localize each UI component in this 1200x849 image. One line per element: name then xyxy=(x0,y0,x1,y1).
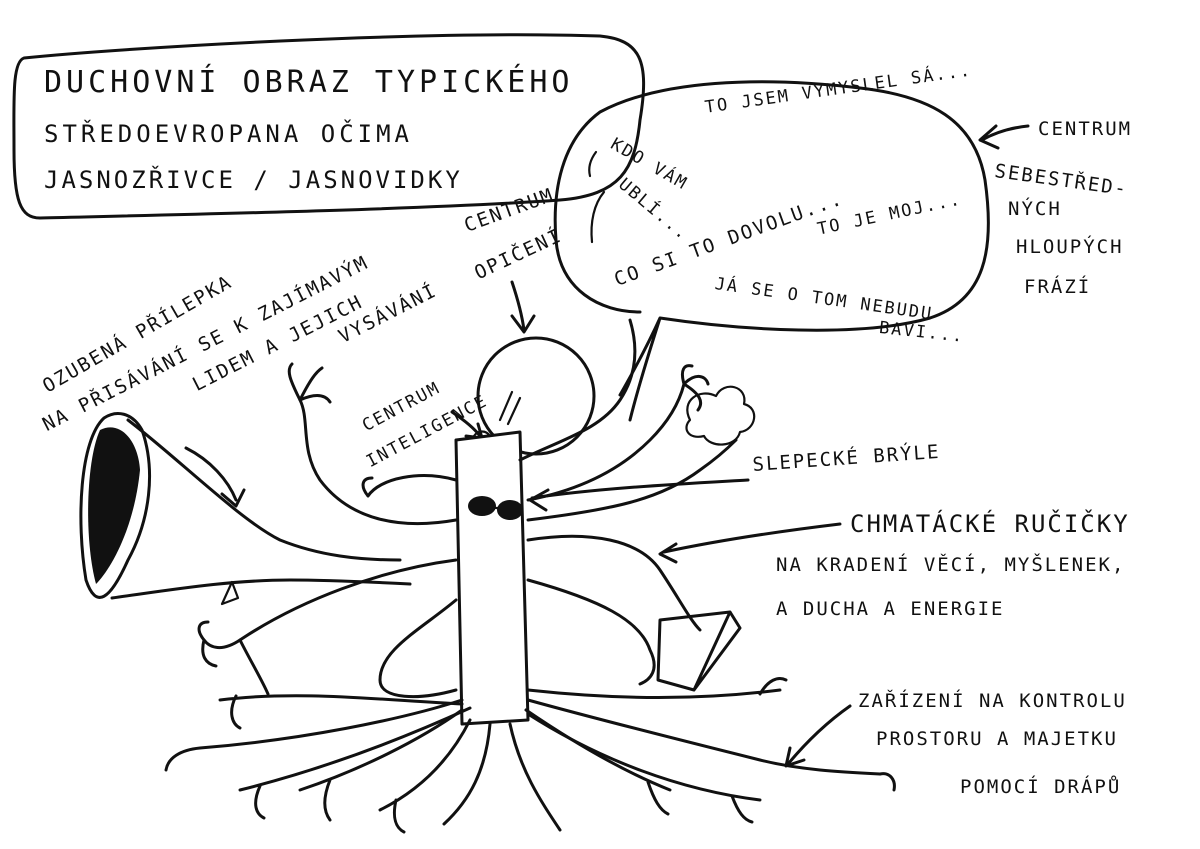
grabbing-arms xyxy=(197,318,738,699)
arrow-to-bubble xyxy=(978,124,1030,150)
label-zarizeni-1: ZAŘÍZENÍ NA KONTROLU xyxy=(858,690,1127,712)
title-frame xyxy=(12,33,646,220)
book xyxy=(656,610,742,692)
glasses-left-lens xyxy=(468,496,496,516)
label-centrum-frazi-4: HLOUPÝCH xyxy=(1016,236,1124,258)
arrow-to-hands xyxy=(658,522,842,564)
claw-roots xyxy=(164,677,896,834)
label-centrum-frazi-3: NÝCH xyxy=(1008,198,1062,220)
label-chmatacke-2: NA KRADENÍ VĚCÍ, MYŠLENEK, xyxy=(776,554,1126,576)
label-centrum-frazi-5: FRÁZÍ xyxy=(1024,276,1092,298)
label-centrum-frazi-1: CENTRUM xyxy=(1038,118,1133,140)
label-chmatacke-1: CHMATÁCKÉ RUČIČKY xyxy=(850,510,1130,538)
title-line-1: DUCHOVNÍ OBRAZ TYPICKÉHO xyxy=(44,65,574,100)
label-zarizeni-2: PROSTORU A MAJETKU xyxy=(876,728,1118,750)
label-chmatacke-3: A DUCHA A ENERGIE xyxy=(776,598,1005,620)
body-trunk xyxy=(454,430,530,726)
arrow-to-head xyxy=(510,280,536,334)
title-line-3: JASNOZŘIVCE / JASNOVIDKY xyxy=(44,166,463,194)
arrow-to-trumpet xyxy=(184,446,246,508)
title-line-2: STŘEDOEVROPANA OČIMA xyxy=(44,120,413,148)
label-zarizeni-3: POMOCÍ DRÁPŮ xyxy=(960,776,1122,798)
trumpet-mouth xyxy=(79,412,151,599)
glasses-right-lens xyxy=(497,500,523,520)
thought-bubble xyxy=(553,80,990,422)
arrow-to-glasses xyxy=(528,478,750,512)
arrow-to-claws xyxy=(784,704,852,768)
